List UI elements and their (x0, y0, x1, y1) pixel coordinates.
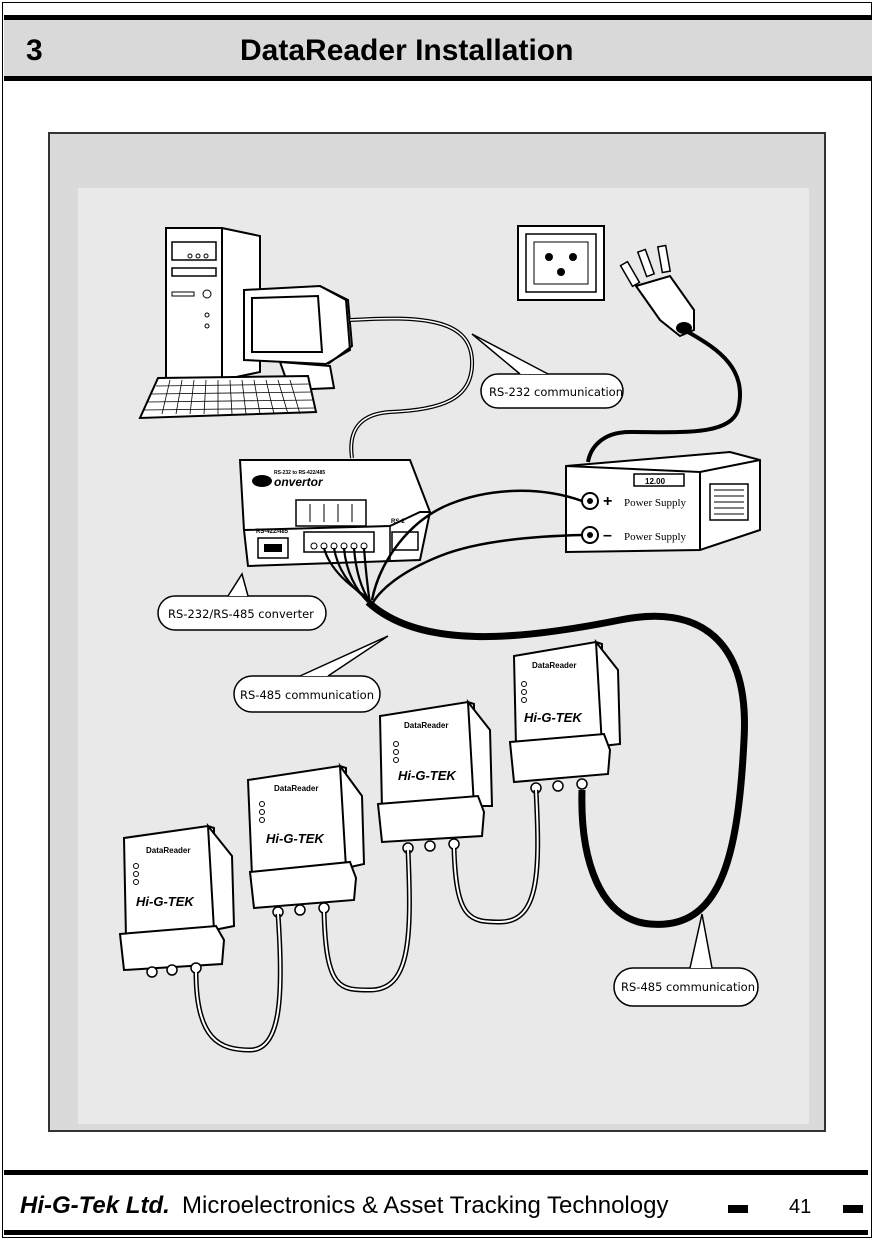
datareader-2-brand: Hi-G-TEK (266, 831, 325, 846)
section-header: 3 DataReader Installation (4, 15, 872, 81)
footer-dash-right (843, 1205, 863, 1213)
wall-socket (517, 225, 605, 301)
power-wire-plus (370, 489, 583, 601)
datareader-1-title: DataReader (146, 846, 190, 855)
datareader-2-title: DataReader (274, 784, 318, 793)
converter-wires (322, 547, 372, 605)
page-number: 41 (789, 1196, 812, 1218)
rs485-bus-cable (365, 599, 748, 928)
converter-port-left-label: RS-422/485 (256, 529, 289, 535)
datareader-unit-2 (246, 762, 366, 918)
callout-rs485-upper-text: RS-485 communication (240, 688, 374, 702)
footer-rule-top (4, 1170, 868, 1175)
section-number: 3 (26, 34, 43, 67)
footer-dash-left (728, 1205, 748, 1213)
footer-company: Hi-G-Tek Ltd. (20, 1192, 170, 1219)
converter-port-right-label: RS-2 (391, 519, 405, 525)
page-title: DataReader Installation (240, 34, 574, 67)
keyboard (138, 374, 318, 420)
callout-rs232 (471, 333, 624, 409)
computer-tower (165, 227, 261, 381)
rs232-cable (349, 316, 475, 459)
callout-converter (157, 572, 327, 631)
converter-small-title: RS-232 to RS-422/485 (274, 470, 325, 476)
power-cord (586, 330, 742, 463)
callout-rs485-upper (233, 635, 389, 713)
power-plug (619, 244, 695, 338)
datareader-4-title: DataReader (532, 661, 576, 670)
datareader-unit-3 (376, 698, 494, 854)
footer-rule-bottom (4, 1230, 868, 1235)
minus-sign: – (603, 527, 612, 544)
callout-converter-text: RS-232/RS-485 converter (168, 607, 314, 621)
plus-sign: + (603, 493, 612, 510)
datareader-4-brand: Hi-G-TEK (524, 710, 583, 725)
footer-tagline: Microelectronics & Asset Tracking Techno… (182, 1192, 669, 1219)
datareader-3-brand: Hi-G-TEK (398, 768, 457, 783)
rs232-rs485-converter (238, 459, 432, 568)
datareader-3-title: DataReader (404, 721, 448, 730)
callout-rs485-lower (613, 913, 759, 1007)
datareader-1-brand: Hi-G-TEK (136, 894, 195, 909)
power-supply-display: 12.00 (645, 477, 666, 486)
converter-brand: onvertor (274, 475, 324, 489)
callout-rs232-text: RS-232 communication (489, 385, 623, 399)
datareader-unit-4 (508, 638, 622, 794)
datareader-unit-1 (118, 822, 236, 978)
daisy-chain-cables (193, 789, 541, 1053)
callout-rs485-lower-text: RS-485 communication (621, 980, 755, 994)
power-wire-minus (370, 533, 583, 605)
power-supply-minus-label: Power Supply (624, 531, 687, 543)
power-supply-unit (565, 450, 761, 554)
computer-monitor (243, 284, 354, 392)
power-supply-plus-label: Power Supply (624, 497, 687, 509)
